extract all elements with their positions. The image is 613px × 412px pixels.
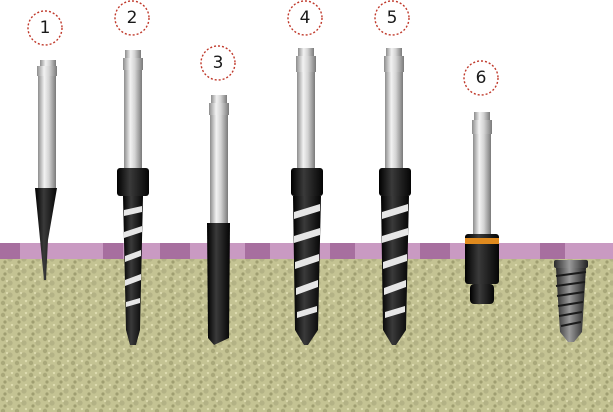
label-5: 5 — [374, 0, 410, 36]
svg-text:4: 4 — [300, 8, 311, 28]
drill-4 — [291, 48, 323, 345]
drill-6 — [465, 112, 499, 304]
svg-text:2: 2 — [127, 8, 138, 28]
svg-text:5: 5 — [387, 8, 398, 28]
svg-text:3: 3 — [213, 53, 224, 73]
svg-text:1: 1 — [40, 18, 51, 38]
drill-2 — [117, 50, 149, 345]
label-1: 1 — [27, 10, 63, 46]
drill-5 — [379, 48, 411, 345]
label-6: 6 — [463, 60, 499, 96]
label-4: 4 — [287, 0, 323, 36]
dental-implant — [554, 260, 588, 342]
drill-1 — [35, 60, 57, 280]
gum-segments — [0, 243, 565, 259]
label-3: 3 — [200, 45, 236, 81]
svg-text:6: 6 — [476, 68, 487, 88]
drill-3 — [207, 95, 230, 345]
label-2: 2 — [114, 0, 150, 36]
